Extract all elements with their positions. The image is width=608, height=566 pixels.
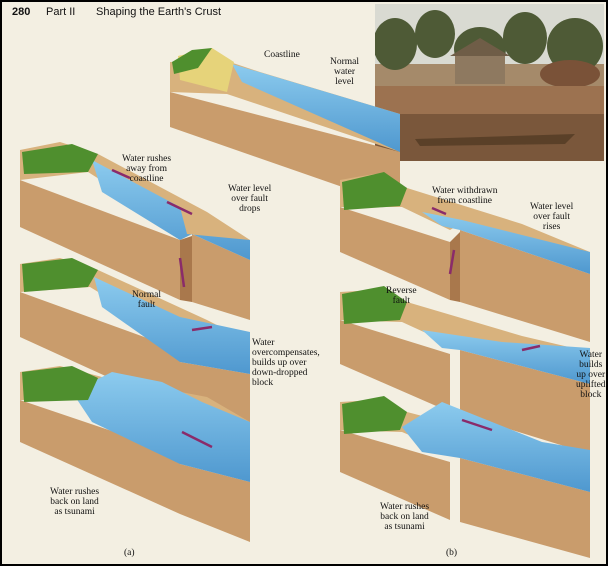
label-reverse-fault: Reverse fault [386, 286, 417, 306]
panel-label-b: (b) [446, 548, 458, 558]
tsunami-aftermath-photo [375, 4, 604, 161]
block-b2 [340, 286, 590, 454]
label-b-tsunami: Water rushes back on land as tsunami [380, 502, 430, 532]
label-b-water-level-rises: Water level over fault rises [530, 202, 574, 232]
label-a-tsunami: Water rushes back on land as tsunami [50, 487, 100, 517]
chapter-title: Shaping the Earth's Crust [96, 6, 222, 18]
part-label: Part II [46, 6, 76, 18]
label-b-builds-up: Water builds up over uplifted block [576, 350, 606, 400]
label-b-water-withdrawn: Water withdrawn from coastline [432, 186, 498, 206]
label-coastline: Coastline [264, 50, 300, 60]
label-a-overcompensates: Water overcompensates, builds up over do… [252, 338, 320, 388]
label-a-water-level-drops: Water level over fault drops [228, 184, 272, 214]
flow-arrows [111, 168, 541, 449]
block-a1 [20, 142, 250, 320]
label-normal-fault: Normal fault [132, 290, 162, 310]
label-normal-water-level: Normal water level [330, 57, 360, 87]
block-a3 [20, 366, 250, 542]
block-b3 [340, 396, 590, 558]
panel-label-a: (a) [124, 548, 135, 558]
block-b1 [340, 172, 590, 342]
block-normal-water [170, 48, 400, 207]
label-a-water-rushes-away: Water rushes away from coastline [122, 154, 172, 184]
page-number: 280 [12, 6, 31, 18]
